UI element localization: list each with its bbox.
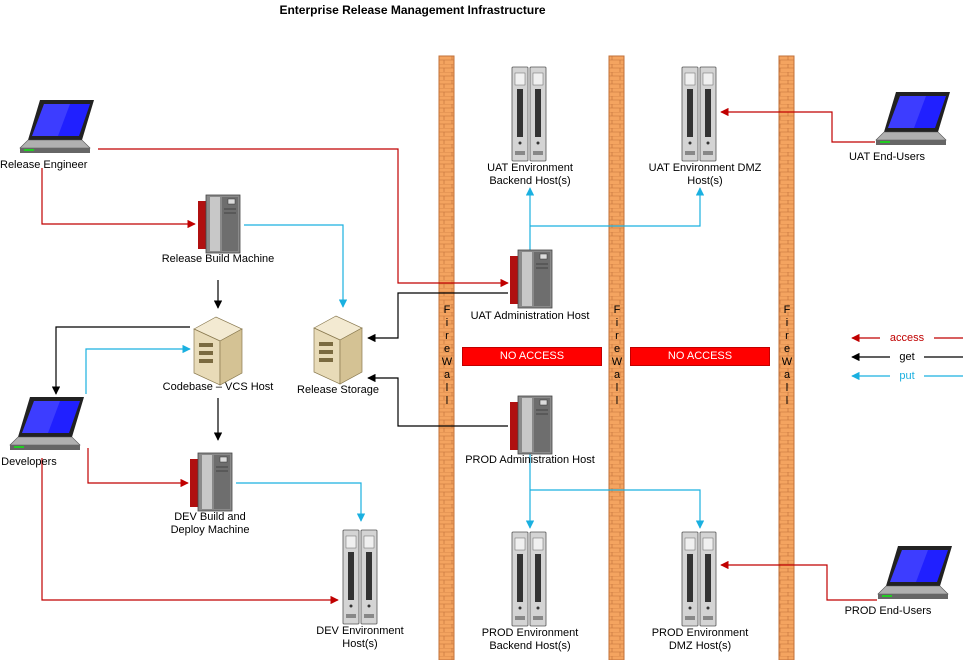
no-access-bar-2: NO ACCESS — [630, 347, 770, 366]
label-dev-env-line1: DEV Environment — [316, 625, 404, 637]
firewall-3 — [778, 55, 795, 660]
legend-get-label: get — [890, 351, 924, 364]
uat-admin-host-icon — [509, 249, 553, 309]
put-build-to-storage — [244, 224, 348, 308]
diagram-title: Enterprise Release Management Infrastruc… — [279, 3, 546, 17]
label-release-engineer: Release Engineer — [0, 159, 88, 171]
access-engineer-to-uat-admin — [98, 148, 509, 288]
uat-dmz-blades-icon — [681, 66, 717, 162]
get-prodadmin-to-storage — [367, 373, 508, 427]
no-access-bar-1: NO ACCESS — [462, 347, 602, 366]
dev-build-machine-icon — [189, 452, 233, 512]
uat-backend-blades-icon — [511, 66, 547, 162]
legend-access-label: access — [880, 332, 934, 345]
put-uatadmin-to-dmz — [530, 187, 705, 227]
get-uatadmin-to-storage — [367, 292, 508, 343]
label-uat-backend-line2: Backend Host(s) — [489, 175, 571, 187]
codebase-vcs-server-icon — [193, 316, 243, 386]
developers-laptop-icon — [9, 396, 85, 451]
firewall-2 — [608, 55, 625, 660]
label-prod-admin-host: PROD Administration Host — [465, 454, 595, 466]
access-dev-to-devhost — [41, 458, 339, 605]
prod-admin-host-icon — [509, 395, 553, 455]
prod-end-users-laptop-icon — [877, 545, 953, 600]
label-prod-backend-line2: Backend Host(s) — [489, 640, 571, 652]
access-engineer-to-build — [41, 168, 196, 229]
label-dev-build-line1: DEV Build and — [174, 511, 246, 523]
uat-end-users-laptop-icon — [875, 91, 951, 146]
label-prod-dmz-line2: DMZ Host(s) — [668, 640, 732, 652]
label-prod-dmz-line1: PROD Environment — [651, 627, 749, 639]
label-prod-backend-line1: PROD Environment — [481, 627, 579, 639]
release-storage-server-icon — [313, 315, 363, 385]
label-uat-dmz-line1: UAT Environment DMZ — [648, 162, 762, 174]
release-build-machine-icon — [197, 194, 241, 254]
put-devbuild-to-devhost — [236, 482, 366, 522]
label-uat-admin-host: UAT Administration Host — [470, 310, 590, 322]
access-uatusers-to-dmz — [720, 107, 875, 143]
label-dev-build-line2: Deploy Machine — [170, 524, 250, 536]
label-prod-end-users: PROD End-Users — [844, 605, 932, 617]
prod-dmz-blades-icon — [681, 531, 717, 627]
label-uat-end-users: UAT End-Users — [848, 151, 925, 163]
firewall-3-label: F i r e W a l l — [781, 304, 793, 407]
label-dev-env-line2: Host(s) — [342, 638, 378, 650]
legend-put-label: put — [890, 370, 924, 383]
label-developers: Developers — [1, 456, 57, 468]
dev-env-blades-icon — [342, 529, 378, 625]
firewall-1-label: F i r e W a l l — [441, 304, 453, 407]
release-engineer-laptop-icon — [19, 99, 95, 154]
firewall-1 — [438, 55, 455, 660]
label-uat-backend-line1: UAT Environment — [487, 162, 573, 174]
get-vcs-to-developers — [51, 326, 190, 395]
label-uat-dmz-line2: Host(s) — [687, 175, 723, 187]
firewall-2-label: F i r e W a l l — [611, 304, 623, 407]
label-release-build-machine: Release Build Machine — [161, 253, 275, 265]
label-codebase-vcs: Codebase – VCS Host — [162, 381, 274, 393]
access-produsers-to-dmz — [720, 560, 877, 601]
put-prodadmin-to-dmz — [530, 489, 705, 529]
prod-backend-blades-icon — [511, 531, 547, 627]
put-developers-to-vcs — [85, 344, 191, 394]
label-release-storage: Release Storage — [297, 384, 379, 396]
access-dev-to-devbuild — [87, 448, 189, 488]
